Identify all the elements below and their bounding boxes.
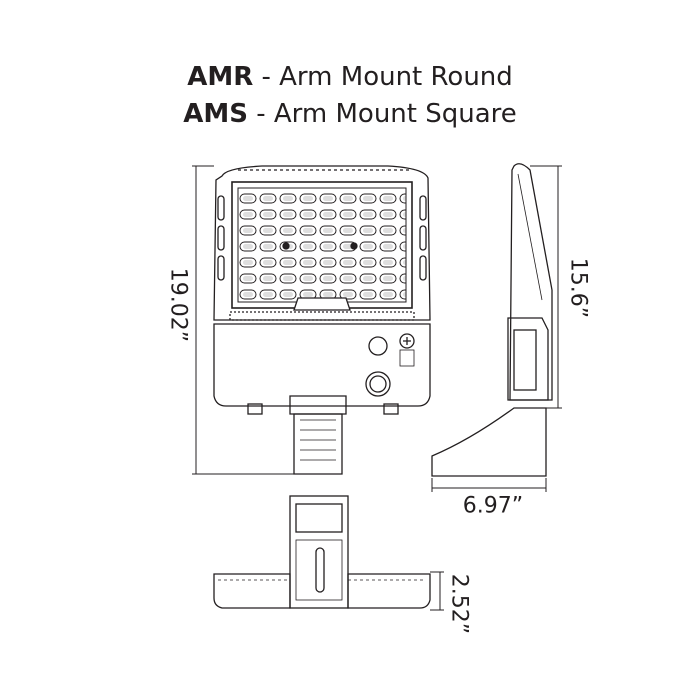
dimension-bottom-height: 2.52”	[446, 573, 472, 635]
front-left-slots	[217, 195, 225, 281]
title-ams-code: AMS	[183, 99, 248, 129]
bottom-housing-right	[347, 573, 431, 609]
title-amr-code: AMR	[187, 62, 254, 92]
front-arm-top	[289, 395, 347, 415]
bottom-housing-left	[213, 573, 291, 609]
dim-line-bottom	[430, 571, 444, 611]
led-array	[237, 187, 407, 303]
dim-line-height	[192, 165, 294, 475]
side-head	[509, 163, 553, 401]
driver-housing	[213, 323, 431, 407]
side-view	[431, 163, 553, 477]
side-arm	[431, 407, 547, 477]
dimension-depth: 6.97”	[462, 493, 524, 519]
front-view	[213, 165, 431, 475]
plus-symbol	[399, 333, 415, 349]
bottom-arm-box	[289, 495, 349, 609]
title-amr: AMR - Arm Mount Round	[0, 62, 700, 92]
dimension-side-height: 15.6”	[565, 257, 591, 319]
title-amr-text: - Arm Mount Round	[253, 62, 513, 92]
dim-line-side	[431, 165, 562, 492]
plug-knob	[365, 371, 391, 397]
front-arm	[293, 413, 343, 475]
front-head-outline	[213, 165, 431, 321]
front-handle	[293, 297, 351, 311]
bottom-view	[213, 495, 431, 609]
front-right-slots	[419, 195, 427, 281]
photocell-knob	[368, 336, 388, 356]
title-ams-text: - Arm Mount Square	[247, 99, 517, 129]
title-ams: AMS - Arm Mount Square	[0, 99, 700, 129]
dimension-overall-height: 19.02”	[165, 267, 191, 343]
side-driver	[507, 317, 549, 401]
